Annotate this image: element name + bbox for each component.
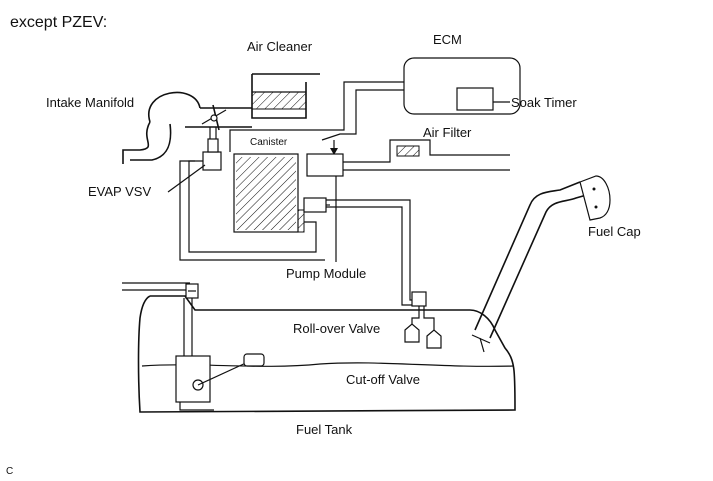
evap-vsv [167, 127, 222, 193]
fuel-tank-label: Fuel Tank [296, 422, 353, 437]
ecm-wiring [229, 81, 404, 155]
air-filter [343, 139, 510, 171]
filler-neck [471, 181, 591, 353]
canister [233, 153, 305, 233]
rollover-valve-label: Roll-over Valve [293, 321, 380, 336]
diagram-header: except PZEV: [10, 14, 107, 31]
fuel-cap [579, 175, 611, 221]
footer-code: C [6, 466, 13, 477]
intake-manifold-label: Intake Manifold [46, 95, 134, 110]
vapor-lines [179, 160, 420, 306]
air-filter-label: Air Filter [423, 125, 472, 140]
air-cleaner [251, 73, 320, 119]
soak-timer-label: Soak Timer [511, 95, 577, 110]
fuel-pump-assembly [175, 298, 265, 411]
canister-label: Canister [250, 137, 288, 148]
pump-module [303, 153, 344, 262]
intake-manifold [122, 91, 252, 164]
ecm-label: ECM [433, 32, 462, 47]
pump-module-label: Pump Module [286, 266, 366, 281]
air-cleaner-label: Air Cleaner [247, 39, 313, 54]
fuel-cap-label: Fuel Cap [588, 224, 641, 239]
fuel-tank [122, 282, 516, 413]
cutoff-valve-label: Cut-off Valve [346, 372, 420, 387]
tank-valves [404, 291, 442, 349]
ecm-unit [403, 57, 521, 115]
evap-vsv-label: EVAP VSV [88, 184, 151, 199]
